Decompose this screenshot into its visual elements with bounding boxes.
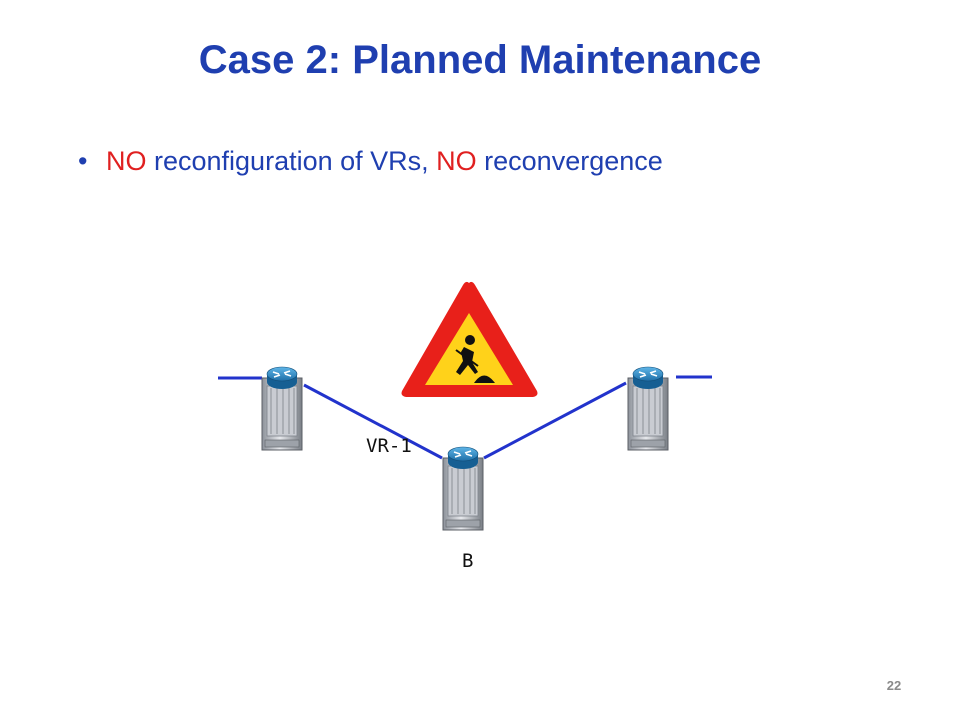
right-router-icon [627,366,669,451]
bullet-text-no-2: NO [436,146,477,176]
bullet-symbol: • [78,146,88,176]
slide-number: 22 [886,678,902,693]
router-label-b: B [462,550,473,572]
bullet-text-no-1: NO [106,146,147,176]
bullet-text-reconfiguration: reconfiguration of VRs, [146,146,437,176]
link-left-to-b [303,383,443,460]
router-b-icon [442,446,484,531]
men-at-work-sign-icon [401,281,538,397]
link-label-vr-1: VR-1 [366,435,412,457]
bullet-point: • NO reconfiguration of VRs, NO reconverg… [78,146,663,177]
left-router-icon [261,366,303,451]
slide-title: Case 2: Planned Maintenance [198,38,762,82]
link-b-to-right [483,381,627,460]
bullet-text-reconvergence: reconvergence [476,146,663,176]
